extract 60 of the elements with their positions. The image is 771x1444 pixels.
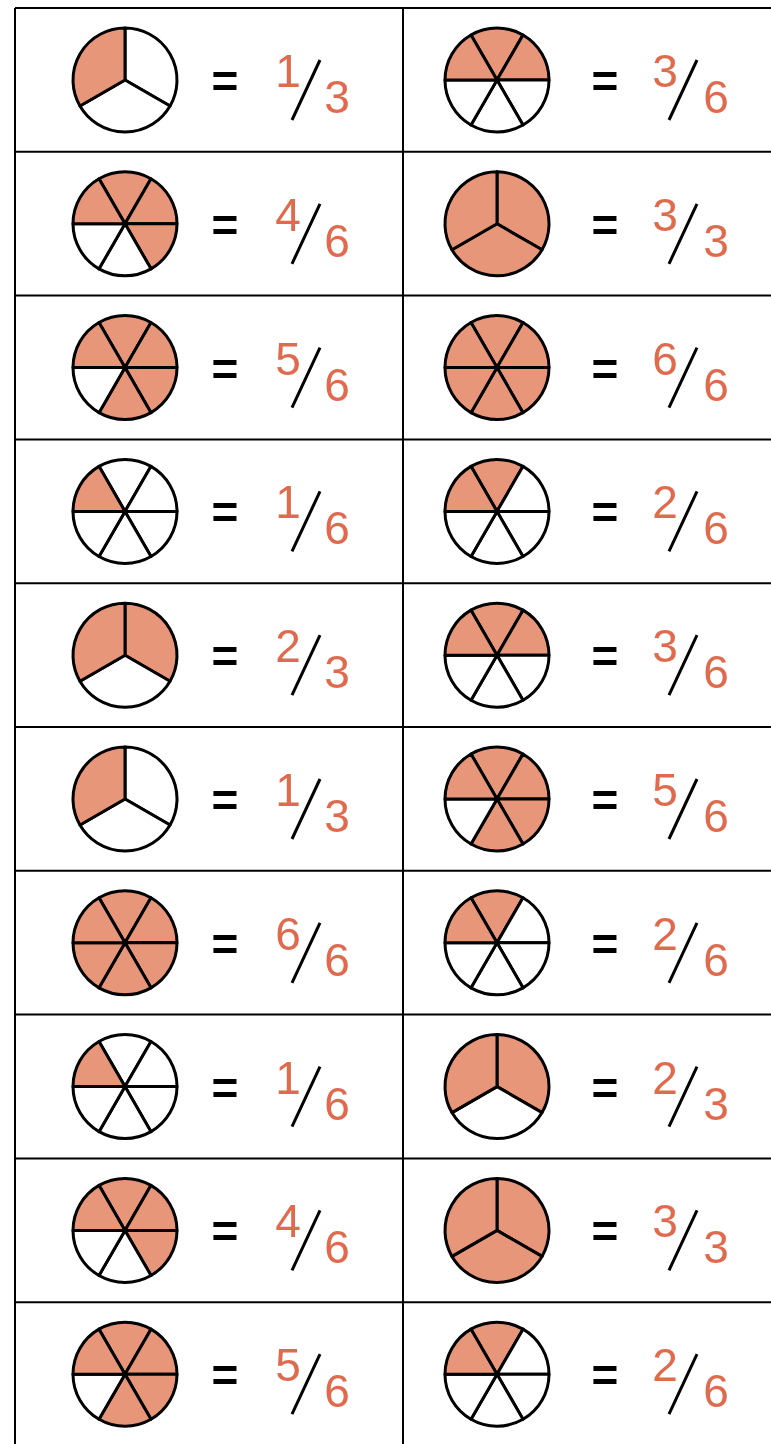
equals-sign: = — [210, 920, 240, 967]
numerator: 3 — [651, 1198, 679, 1245]
equals-sign: = — [590, 345, 620, 392]
numerator: 1 — [274, 479, 302, 526]
denominator: 6 — [323, 505, 351, 552]
numerator: 2 — [651, 1342, 679, 1389]
numerator: 4 — [274, 191, 302, 238]
equals-sign: = — [210, 345, 240, 392]
denominator: 3 — [323, 793, 351, 839]
equals-sign: = — [210, 1352, 240, 1399]
denominator: 6 — [323, 361, 351, 408]
equals-sign: = — [210, 633, 240, 680]
equals-sign: = — [210, 777, 240, 823]
numerator: 3 — [651, 191, 679, 238]
equals-sign: = — [590, 920, 620, 967]
equals-sign: = — [210, 58, 240, 104]
equals-sign: = — [590, 777, 620, 823]
denominator: 3 — [702, 1224, 730, 1271]
equals-sign: = — [590, 1352, 620, 1399]
numerator: 4 — [274, 1198, 302, 1245]
denominator: 6 — [323, 1080, 351, 1127]
numerator: 2 — [651, 910, 679, 957]
denominator: 6 — [702, 793, 730, 839]
numerator: 6 — [651, 335, 679, 382]
numerator: 3 — [651, 623, 679, 670]
equals-sign: = — [590, 201, 620, 248]
numerator: 5 — [274, 335, 302, 382]
numerator: 3 — [651, 48, 679, 94]
equals-sign: = — [590, 489, 620, 536]
numerator: 6 — [274, 910, 302, 957]
denominator: 3 — [323, 649, 351, 696]
equals-sign: = — [210, 489, 240, 536]
denominator: 6 — [702, 936, 730, 983]
denominator: 6 — [323, 936, 351, 983]
equals-sign: = — [590, 633, 620, 680]
numerator: 5 — [651, 767, 679, 813]
numerator: 1 — [274, 48, 302, 94]
denominator: 6 — [702, 1368, 730, 1415]
denominator: 3 — [323, 74, 351, 120]
numerator: 2 — [274, 623, 302, 670]
numerator: 1 — [274, 767, 302, 813]
denominator: 3 — [702, 217, 730, 264]
numerator: 5 — [274, 1342, 302, 1389]
numerator: 2 — [651, 479, 679, 526]
denominator: 6 — [323, 217, 351, 264]
equals-sign: = — [590, 1208, 620, 1255]
numerator: 1 — [274, 1054, 302, 1101]
equals-sign: = — [210, 1064, 240, 1111]
equals-sign: = — [210, 1208, 240, 1255]
denominator: 6 — [702, 74, 730, 120]
numerator: 2 — [651, 1054, 679, 1101]
denominator: 6 — [702, 649, 730, 696]
equals-sign: = — [210, 201, 240, 248]
denominator: 6 — [323, 1224, 351, 1271]
equals-sign: = — [590, 58, 620, 104]
denominator: 3 — [702, 1080, 730, 1127]
denominator: 6 — [323, 1368, 351, 1415]
equals-sign: = — [590, 1064, 620, 1111]
denominator: 6 — [702, 505, 730, 552]
denominator: 6 — [702, 361, 730, 408]
